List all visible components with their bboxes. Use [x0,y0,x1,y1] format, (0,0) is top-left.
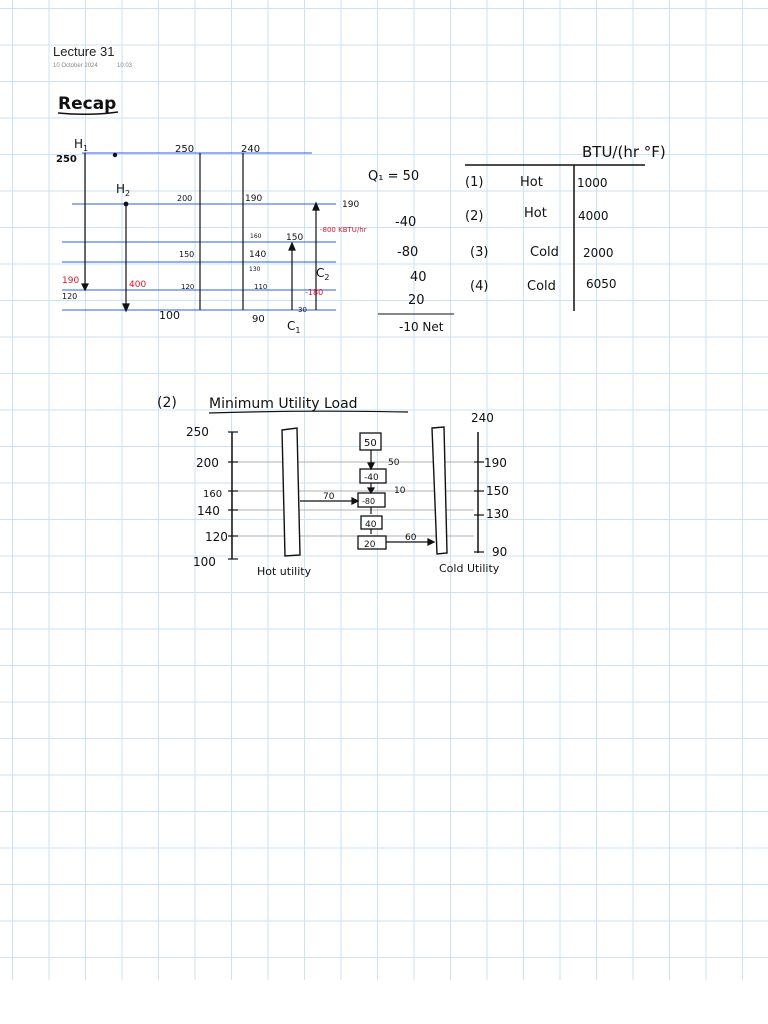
table-row-2-value: 4000 [578,209,609,223]
right-axis-130: 130 [486,507,509,521]
c2-heat-red: -800 KBTU/hr [320,226,367,234]
c1-heat-red: -180 [305,288,323,297]
right-temp-130: 130 [249,266,261,273]
h2-heat-red: 400 [129,280,146,290]
section2-number: (2) [157,395,177,411]
q2-value: -40 [395,215,416,230]
right-axis-190: 190 [484,456,507,470]
cascade-box-2-value: -40 [364,473,379,483]
right-axis-90: 90 [492,545,507,559]
h1-label: H1 [74,137,88,153]
left-axis-250: 250 [186,425,209,439]
h2-arrowhead [122,303,130,313]
table-row-3-value: 2000 [583,246,614,260]
hot-utility-bar [281,427,301,557]
section2-underline [208,410,409,414]
h2-dot [123,201,129,207]
q-net-value: -10 Net [399,320,444,334]
c1-label: C1 [287,319,300,335]
page-time: 10:03 [117,63,133,69]
grid-paper [0,0,768,980]
c1-temp-150: 150 [286,233,303,243]
flow-60: 60 [405,533,417,543]
flow-10: 10 [394,486,406,496]
recap-heading: Recap [58,94,116,114]
cascade-box-5-value: 20 [364,540,376,550]
c1-temp-30: 30 [298,306,307,314]
page-date: 10 October 2024 [53,63,98,69]
right-temp-140: 140 [249,250,266,260]
recap-underline [57,111,119,116]
left-axis-140: 140 [197,504,220,518]
h2-label: H2 [116,182,130,198]
table-row-1-value: 1000 [577,176,608,190]
cascade-box-4-value: 40 [365,520,377,530]
q3-value: -80 [397,245,418,260]
h1-dot [112,152,118,158]
table-row-3-num: (3) [470,245,488,260]
mid-temp-250: 250 [175,144,194,155]
right-temp-90: 90 [252,314,265,325]
left-axis-160: 160 [203,489,222,500]
mid-temp-120: 120 [181,283,194,291]
right-temp-190: 190 [245,194,262,204]
right-temp-240: 240 [241,144,260,155]
q4-value: 40 [410,270,427,285]
left-axis-120: 120 [205,530,228,544]
table-row-2-num: (2) [465,209,483,224]
table-row-4-type: Cold [527,279,556,294]
c2-label: C2 [316,266,329,282]
cascade-box-3-value: -80 [362,497,375,506]
temperature-lines [62,152,336,311]
q1-value: Q₁ = 50 [368,169,419,184]
mid-temp-150: 150 [179,250,194,259]
section2-heading: Minimum Utility Load [209,396,358,412]
table-row-4-num: (4) [470,279,488,294]
table-row-4-value: 6050 [586,277,617,291]
flow-50: 50 [388,458,400,468]
right-axis-150: 150 [486,484,509,498]
h1-arrowhead [81,283,89,292]
table-row-2-type: Hot [524,206,547,221]
left-axis-200: 200 [196,456,219,470]
cascade-box-2 [359,468,387,484]
left-temp-120: 120 [62,292,77,301]
cold-utility-label: Cold Utility [439,562,500,575]
mid-temp-100: 100 [159,309,180,322]
table-row-3-type: Cold [530,245,559,260]
q5-value: 20 [408,293,425,308]
mid-temp-200: 200 [177,194,192,203]
right-temp-160: 160 [250,233,262,240]
left-temp-250: 250 [56,154,77,165]
hot-utility-label: Hot utility [257,565,312,578]
right-axis-240: 240 [471,411,494,425]
cascade-box-1-value: 50 [364,438,377,449]
flow-70: 70 [323,492,335,502]
c2-arrowhead [312,201,320,211]
right-temp-110: 110 [254,283,267,291]
table-row-1-num: (1) [465,175,483,190]
left-temp-190-red: 190 [62,276,79,286]
c2-temp-190: 190 [342,200,359,210]
table-row-1-type: Hot [520,175,543,190]
page-title: Lecture 31 [53,44,115,59]
cold-utility-bar [431,426,448,555]
left-axis-100: 100 [193,555,216,569]
table-header: BTU/(hr °F) [582,143,666,161]
c1-arrowhead [288,241,296,251]
